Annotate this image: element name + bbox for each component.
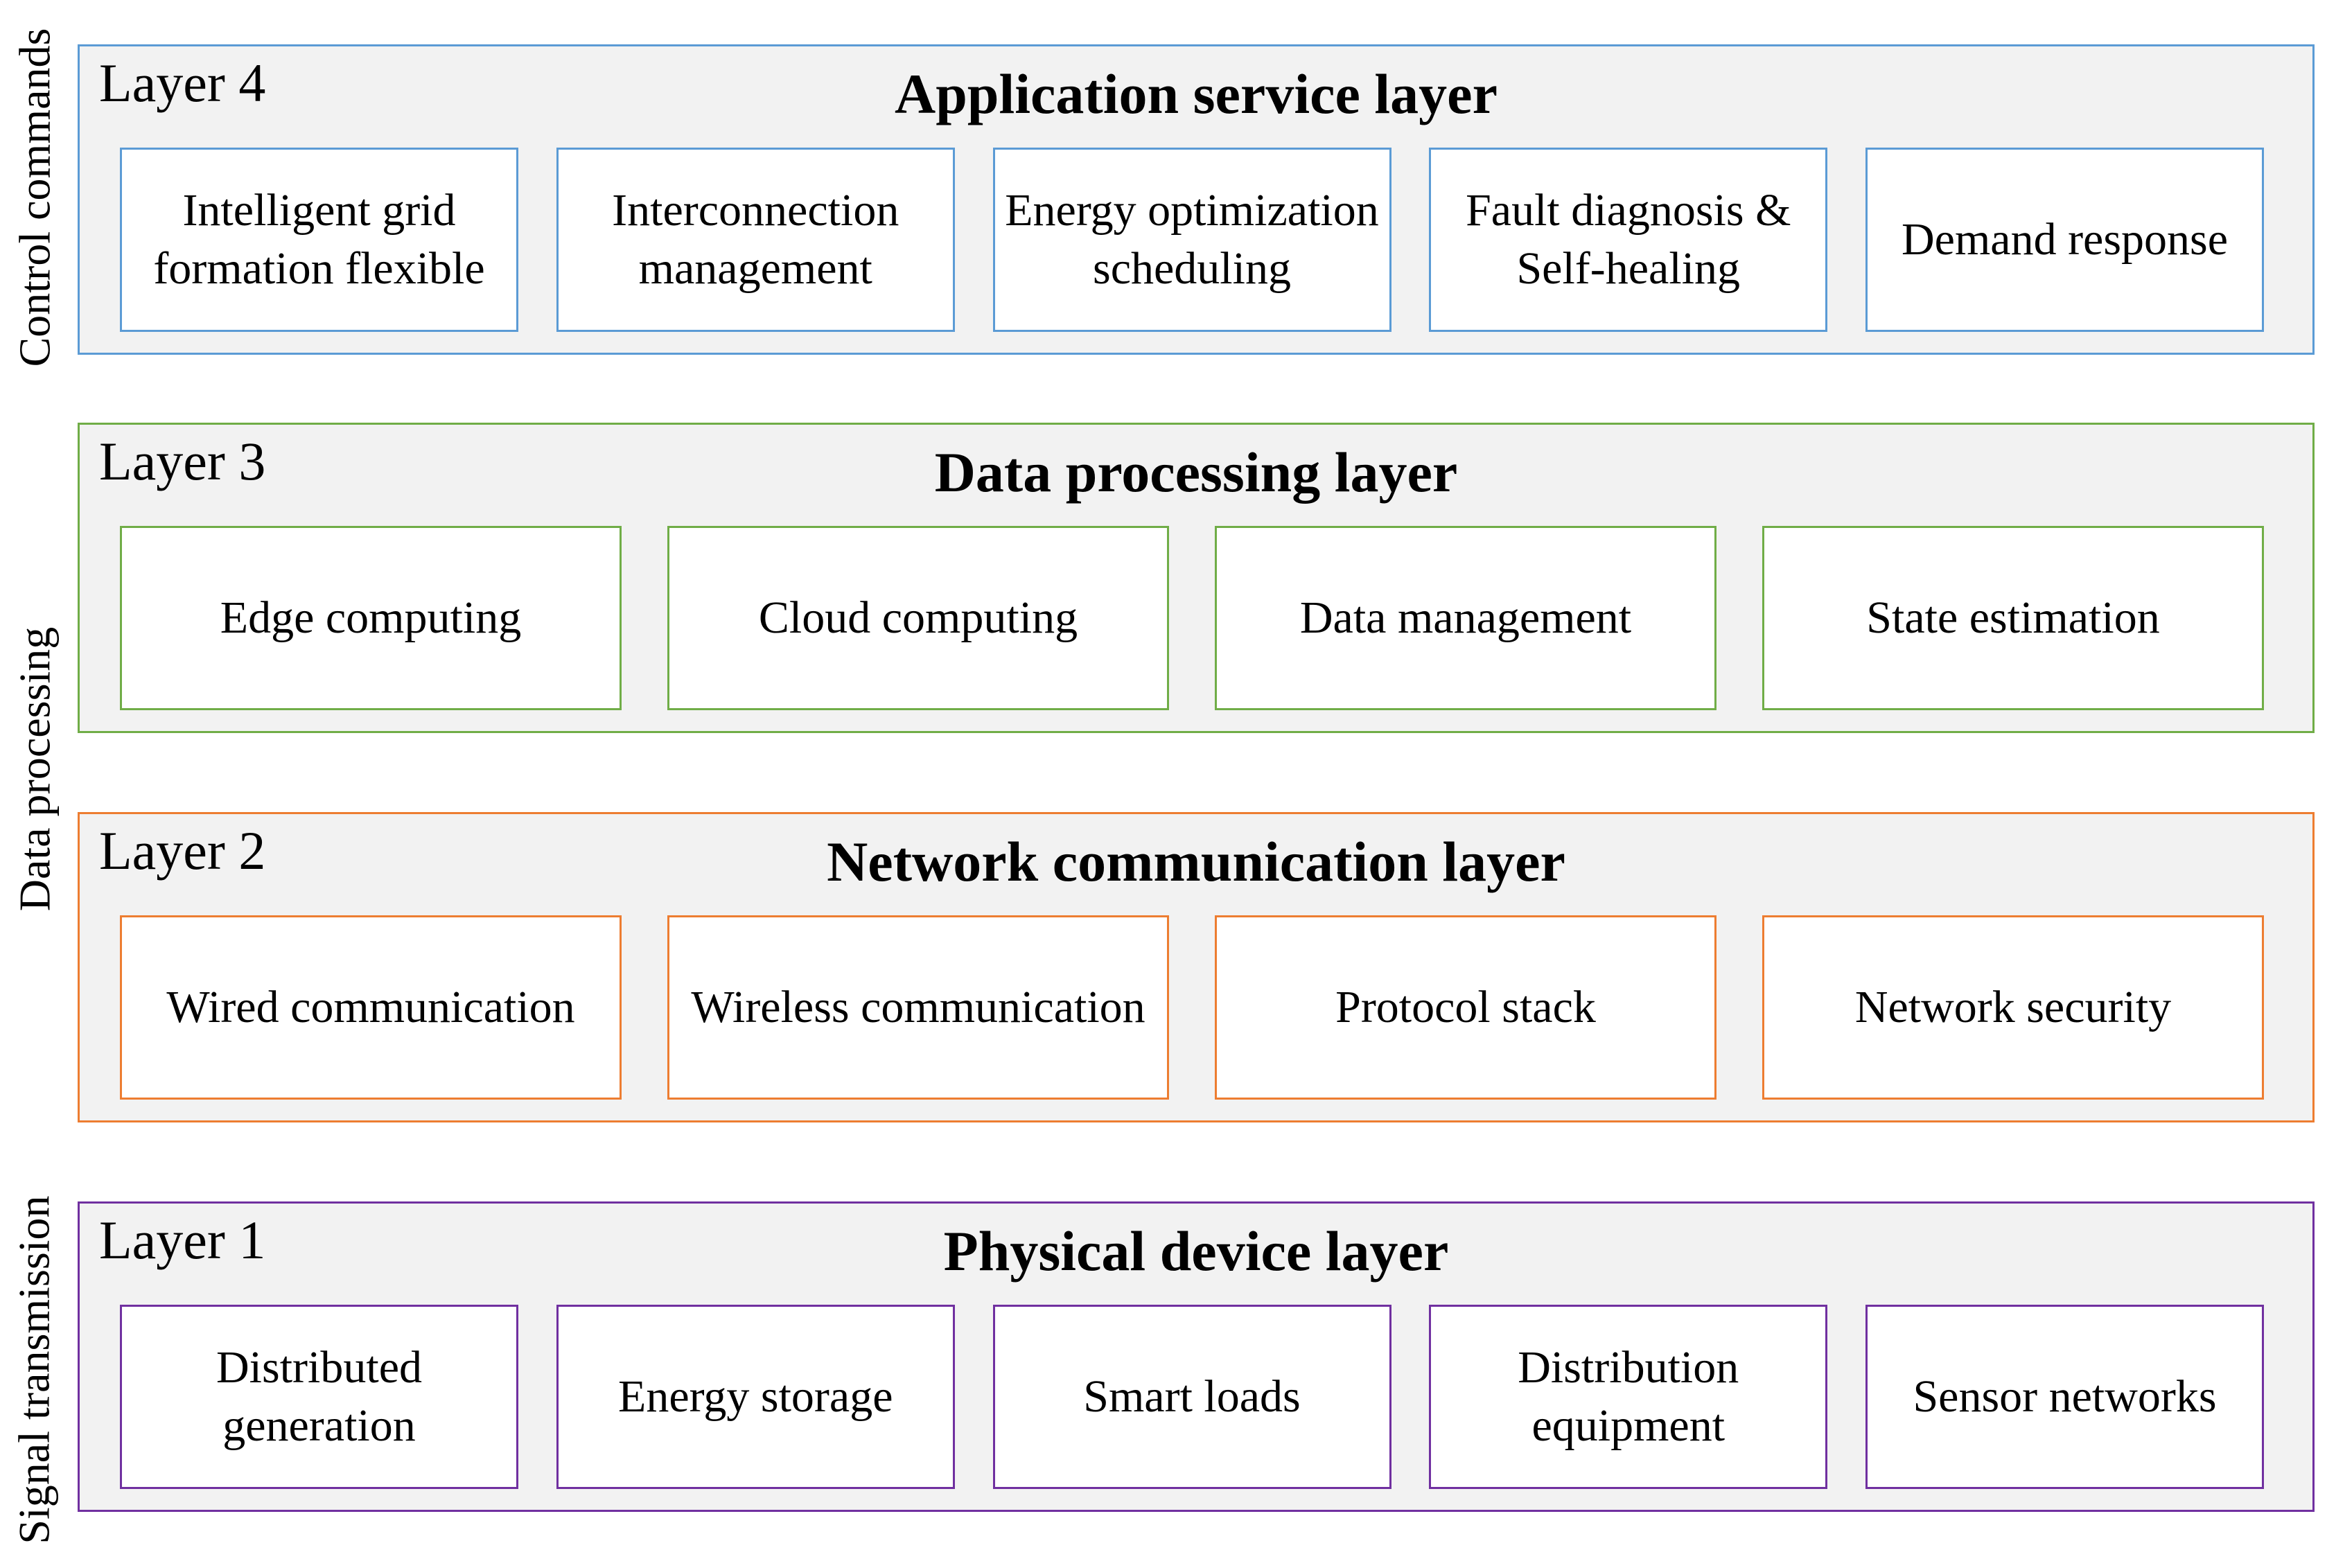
layer-3-panel: Layer 3 Data processing layer Edge compu… [78, 423, 2315, 733]
layer-1-tag: Layer 1 [99, 1210, 266, 1270]
layer-2-items: Wired communication Wireless communicati… [120, 915, 2264, 1100]
layer-4-title: Application service layer [895, 62, 1498, 125]
layer-4-item: Intelligent grid formation flexible [120, 148, 518, 332]
side-label-control-commands: Control commands [3, 0, 67, 395]
layer-1-items: Distributed generation Energy storage Sm… [120, 1305, 2264, 1489]
layer-4-item: Energy optimization scheduling [992, 148, 1391, 332]
layer-4-item: Demand response [1865, 148, 2264, 332]
layer-1-title: Physical device layer [943, 1219, 1449, 1283]
side-label-data-processing: Data processing [3, 596, 67, 942]
layer-3-item: Data management [1215, 526, 1716, 710]
layer-1-item: Distribution equipment [1429, 1305, 1828, 1489]
layer-4-item: Interconnection management [556, 148, 955, 332]
layer-3-item: Edge computing [120, 526, 622, 710]
layer-2-tag: Layer 2 [99, 820, 266, 881]
layer-3-items: Edge computing Cloud computing Data mana… [120, 526, 2264, 710]
side-label-control-commands-text: Control commands [10, 28, 59, 367]
side-label-signal-transmission-text: Signal transmission [10, 1195, 59, 1544]
layer-2-item: Wired communication [120, 915, 622, 1100]
layer-2-title: Network communication layer [827, 830, 1565, 893]
layer-2-item: Wireless communication [667, 915, 1169, 1100]
layer-1-item: Smart loads [992, 1305, 1391, 1489]
side-label-signal-transmission: Signal transmission [3, 1171, 67, 1568]
layer-4-tag: Layer 4 [99, 53, 266, 113]
layer-1-item: Sensor networks [1865, 1305, 2264, 1489]
layer-1-item: Distributed generation [120, 1305, 518, 1489]
layer-1-panel: Layer 1 Physical device layer Distribute… [78, 1201, 2315, 1512]
layer-4-items: Intelligent grid formation flexible Inte… [120, 148, 2264, 332]
layer-2-panel: Layer 2 Network communication layer Wire… [78, 812, 2315, 1122]
layer-3-item: Cloud computing [667, 526, 1169, 710]
layer-3-tag: Layer 3 [99, 431, 266, 491]
layer-3-title: Data processing layer [934, 441, 1458, 504]
side-label-data-processing-text: Data processing [10, 626, 59, 912]
layer-2-item: Protocol stack [1215, 915, 1716, 1100]
layer-4-item: Fault diagnosis & Self-healing [1429, 148, 1828, 332]
layer-2-item: Network security [1762, 915, 2264, 1100]
layer-4-panel: Layer 4 Application service layer Intell… [78, 44, 2315, 355]
layer-3-item: State estimation [1762, 526, 2264, 710]
layer-1-item: Energy storage [556, 1305, 955, 1489]
